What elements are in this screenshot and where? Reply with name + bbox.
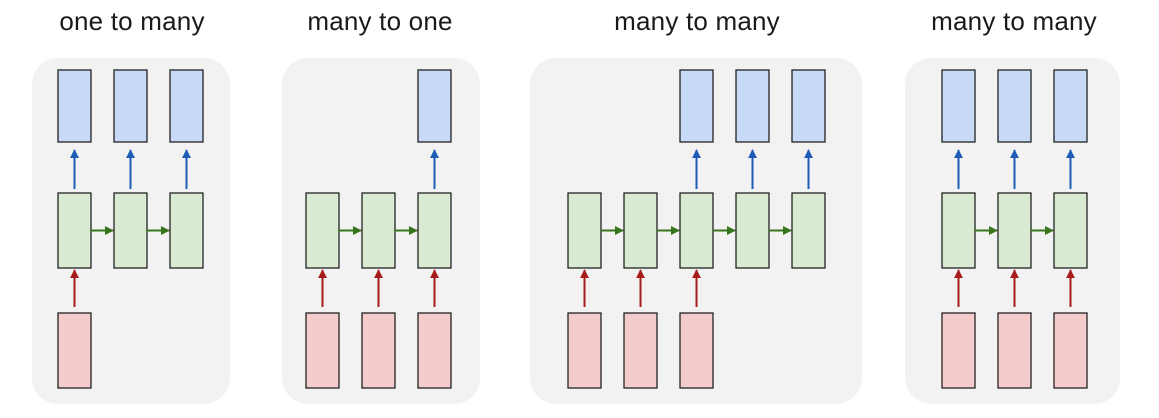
input-box bbox=[361, 312, 396, 389]
output-box bbox=[417, 69, 452, 143]
output-box bbox=[113, 69, 148, 143]
hidden-state-box bbox=[735, 192, 770, 269]
input-box bbox=[567, 312, 602, 389]
hidden-state-box bbox=[1053, 192, 1088, 269]
hidden-state-box bbox=[941, 192, 976, 269]
output-box bbox=[57, 69, 92, 143]
output-box bbox=[679, 69, 714, 143]
output-box bbox=[1053, 69, 1088, 143]
hidden-state-box bbox=[623, 192, 658, 269]
hidden-state-box bbox=[417, 192, 452, 269]
hidden-state-box bbox=[169, 192, 204, 269]
hidden-state-box bbox=[361, 192, 396, 269]
output-box bbox=[169, 69, 204, 143]
output-box bbox=[941, 69, 976, 143]
panel-title-many-to-one: many to one bbox=[307, 6, 453, 36]
hidden-state-box bbox=[997, 192, 1032, 269]
hidden-state-box bbox=[57, 192, 92, 269]
hidden-state-box bbox=[679, 192, 714, 269]
input-box bbox=[679, 312, 714, 389]
input-box bbox=[1053, 312, 1088, 389]
hidden-state-box bbox=[113, 192, 148, 269]
input-box bbox=[305, 312, 340, 389]
output-box bbox=[791, 69, 826, 143]
input-box bbox=[57, 312, 92, 389]
panel-title-one-to-many: one to many bbox=[59, 6, 205, 36]
output-box bbox=[735, 69, 770, 143]
output-box bbox=[997, 69, 1032, 143]
input-box bbox=[997, 312, 1032, 389]
input-box bbox=[623, 312, 658, 389]
panel-title-many-to-many-seq2seq: many to many bbox=[614, 6, 780, 36]
hidden-state-box bbox=[567, 192, 602, 269]
hidden-state-box bbox=[791, 192, 826, 269]
input-box bbox=[941, 312, 976, 389]
input-box bbox=[417, 312, 452, 389]
hidden-state-box bbox=[305, 192, 340, 269]
panel-title-many-to-many-synced: many to many bbox=[931, 6, 1097, 36]
